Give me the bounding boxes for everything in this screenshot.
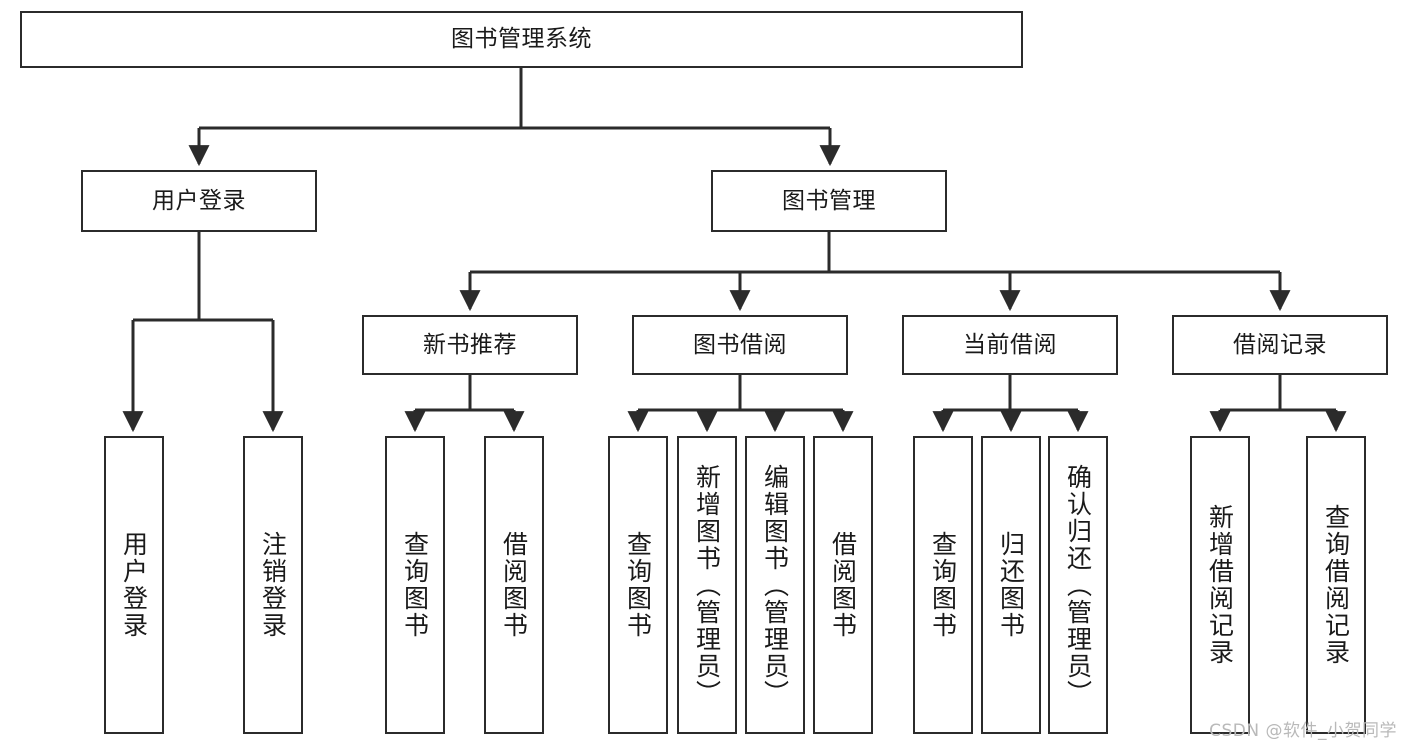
node-leaf-query-book-2[interactable]: 查询图书 <box>608 436 668 734</box>
node-leaf-query-book-3[interactable]: 查询图书 <box>913 436 973 734</box>
node-new-book-rec[interactable]: 新书推荐 <box>362 315 578 375</box>
node-leaf-confirm-return[interactable]: 确认归还（管理员） <box>1048 436 1108 734</box>
node-borrow-record[interactable]: 借阅记录 <box>1172 315 1388 375</box>
node-book-borrow[interactable]: 图书借阅 <box>632 315 848 375</box>
node-leaf-logout-label: 注销登录 <box>258 531 288 639</box>
node-leaf-edit-book-label: 编辑图书（管理员） <box>760 463 790 707</box>
node-leaf-return-book-label: 归还图书 <box>996 531 1026 639</box>
node-user-login[interactable]: 用户登录 <box>81 170 317 232</box>
node-root-label: 图书管理系统 <box>451 26 592 53</box>
node-leaf-edit-book[interactable]: 编辑图书（管理员） <box>745 436 805 734</box>
node-leaf-logout[interactable]: 注销登录 <box>243 436 303 734</box>
node-leaf-query-book-2-label: 查询图书 <box>623 531 653 639</box>
node-leaf-user-login-label: 用户登录 <box>119 531 149 639</box>
node-leaf-query-record[interactable]: 查询借阅记录 <box>1306 436 1366 734</box>
node-current-borrow[interactable]: 当前借阅 <box>902 315 1118 375</box>
node-current-borrow-label: 当前借阅 <box>963 331 1057 358</box>
node-leaf-borrow-book-2[interactable]: 借阅图书 <box>813 436 873 734</box>
node-new-book-rec-label: 新书推荐 <box>423 331 517 358</box>
node-leaf-query-book-3-label: 查询图书 <box>928 531 958 639</box>
node-leaf-query-book-1-label: 查询图书 <box>400 531 430 639</box>
csdn-watermark: CSDN @软件_小贺同学 <box>1209 721 1397 741</box>
node-book-manage[interactable]: 图书管理 <box>711 170 947 232</box>
node-leaf-add-record[interactable]: 新增借阅记录 <box>1190 436 1250 734</box>
node-leaf-borrow-book-1[interactable]: 借阅图书 <box>484 436 544 734</box>
node-leaf-borrow-book-1-label: 借阅图书 <box>499 531 529 639</box>
node-leaf-return-book[interactable]: 归还图书 <box>981 436 1041 734</box>
node-leaf-user-login[interactable]: 用户登录 <box>104 436 164 734</box>
node-leaf-add-book-label: 新增图书（管理员） <box>692 463 722 707</box>
node-leaf-query-book-1[interactable]: 查询图书 <box>385 436 445 734</box>
node-leaf-confirm-return-label: 确认归还（管理员） <box>1063 463 1093 707</box>
node-leaf-add-book[interactable]: 新增图书（管理员） <box>677 436 737 734</box>
node-borrow-record-label: 借阅记录 <box>1233 331 1327 358</box>
node-root[interactable]: 图书管理系统 <box>20 11 1023 68</box>
node-leaf-borrow-book-2-label: 借阅图书 <box>828 531 858 639</box>
node-book-manage-label: 图书管理 <box>782 187 876 214</box>
node-user-login-label: 用户登录 <box>152 187 246 214</box>
node-leaf-query-record-label: 查询借阅记录 <box>1321 504 1351 666</box>
node-leaf-add-record-label: 新增借阅记录 <box>1205 504 1235 666</box>
node-book-borrow-label: 图书借阅 <box>693 331 787 358</box>
